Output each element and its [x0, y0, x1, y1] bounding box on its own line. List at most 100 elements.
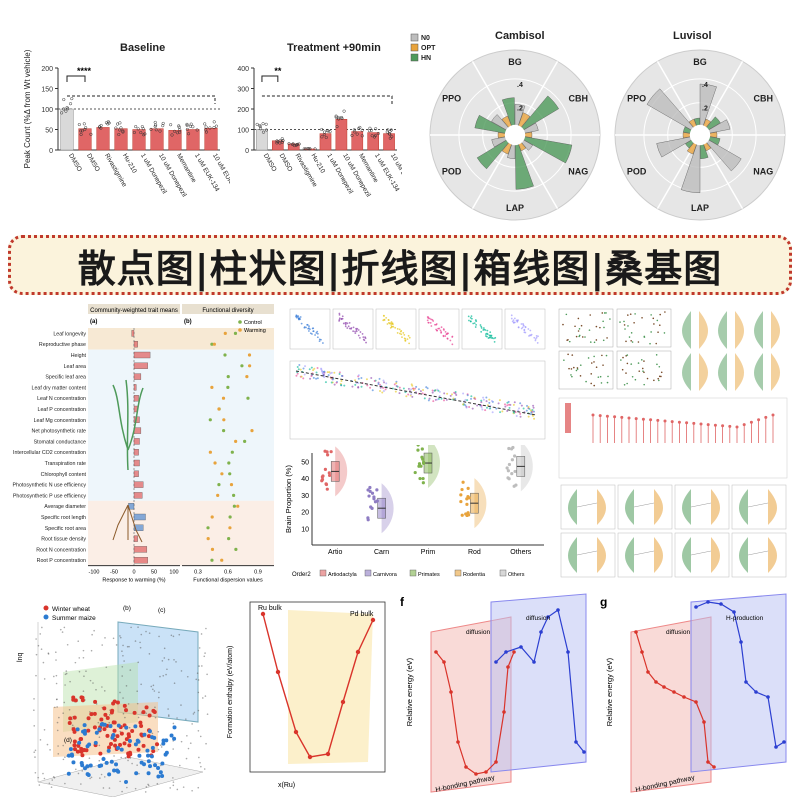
- grey-point: [108, 714, 111, 716]
- main-point: [411, 384, 414, 387]
- data-point: [385, 130, 389, 134]
- subplot-point: [387, 319, 390, 322]
- subplot-point: [488, 334, 491, 337]
- data-point: [60, 111, 64, 115]
- mini-point: [653, 323, 655, 325]
- maize-point: [124, 725, 129, 730]
- grey-point: [42, 661, 45, 664]
- enthalpy-point: [325, 751, 331, 757]
- mini-point: [600, 382, 603, 384]
- trait-label: Specific root length: [41, 515, 86, 521]
- box-blue: [117, 621, 199, 723]
- warming-point: [245, 375, 249, 379]
- mini-point: [621, 368, 624, 371]
- mini-point: [650, 331, 652, 333]
- baseline-title: Baseline: [120, 42, 166, 54]
- subplot-point: [316, 330, 319, 333]
- grey-point: [176, 788, 179, 791]
- subplot-point: [359, 331, 362, 333]
- grey-point: [197, 709, 200, 712]
- grey-point: [126, 645, 129, 648]
- radial-bar: [699, 134, 742, 172]
- jitter-point: [421, 476, 425, 481]
- x-tick-a: -100: [88, 570, 99, 576]
- main-point: [295, 374, 298, 377]
- main-point: [384, 388, 387, 391]
- main-point: [357, 374, 360, 377]
- grey-point: [58, 716, 60, 719]
- main-point: [323, 371, 326, 374]
- grey-point: [192, 713, 195, 715]
- subplot-point: [361, 333, 364, 335]
- tag-b: (b): [123, 605, 131, 612]
- mini-violin: [718, 311, 727, 349]
- main-point: [338, 371, 341, 374]
- trait-label: Leaf longevity: [53, 331, 86, 337]
- mini-frame: [558, 350, 614, 390]
- header-b: Functional diversity: [202, 308, 253, 314]
- control-point: [228, 515, 232, 519]
- wheat-point: [79, 695, 84, 700]
- grey-point: [198, 756, 200, 759]
- main-point: [333, 371, 336, 374]
- lollipop-head: [771, 413, 775, 417]
- data-point: [324, 135, 328, 140]
- wheat-point: [76, 743, 81, 748]
- jitter-point: [372, 495, 376, 499]
- subplot-point: [364, 337, 367, 340]
- subplot-point: [307, 327, 310, 330]
- mini-point: [623, 320, 625, 323]
- pair-line: [576, 502, 598, 508]
- grey-point: [163, 647, 166, 650]
- control-point: [233, 331, 238, 335]
- blue-point: [694, 605, 698, 609]
- subplot-point: [451, 336, 454, 338]
- warming-point: [228, 526, 232, 530]
- red-point: [484, 770, 488, 774]
- warming-point: [216, 493, 220, 497]
- wheat-point: [126, 732, 131, 737]
- control-point: [210, 558, 214, 562]
- violin-half: [381, 483, 394, 534]
- ring-label: .2: [517, 106, 523, 113]
- y-tick-label: 100: [237, 128, 249, 135]
- lollipop-head: [677, 420, 681, 424]
- x-label-a: Response to warming (%): [102, 578, 165, 584]
- blue-point: [732, 610, 736, 614]
- subplot-point: [492, 337, 495, 340]
- x-tick-b: 0.9: [254, 570, 262, 576]
- wheat-point: [80, 753, 85, 758]
- subplot-point: [390, 321, 393, 323]
- jitter-point: [421, 461, 426, 465]
- data-point: [264, 122, 268, 126]
- grey-point: [150, 685, 153, 688]
- trait-label: Root tissue density: [41, 537, 86, 543]
- main-point: [360, 385, 363, 388]
- trait-label: Net photosynthetic rate: [32, 429, 87, 435]
- jitter-point: [375, 499, 379, 503]
- data-point: [370, 134, 374, 138]
- data-point: [149, 127, 153, 131]
- main-point: [529, 413, 532, 416]
- maize-point: [116, 769, 121, 774]
- grey-point: [136, 764, 138, 766]
- main-point: [440, 397, 443, 400]
- subplot-point: [341, 315, 344, 318]
- data-point: [308, 147, 312, 151]
- jitter-point: [326, 453, 330, 457]
- grey-point: [100, 773, 103, 776]
- grey-point: [172, 784, 175, 787]
- wheat-point: [144, 705, 149, 710]
- wheat-point: [112, 728, 117, 733]
- mini-point: [626, 382, 628, 385]
- panel-tag: f: [400, 595, 405, 609]
- mini-point: [563, 359, 565, 361]
- grey-point: [78, 670, 81, 673]
- mini-violin: [735, 353, 744, 391]
- grey-point: [122, 654, 124, 657]
- maize-point: [137, 753, 142, 758]
- maize-point: [112, 768, 117, 773]
- main-point: [370, 377, 373, 380]
- significance-bracket: [261, 75, 279, 82]
